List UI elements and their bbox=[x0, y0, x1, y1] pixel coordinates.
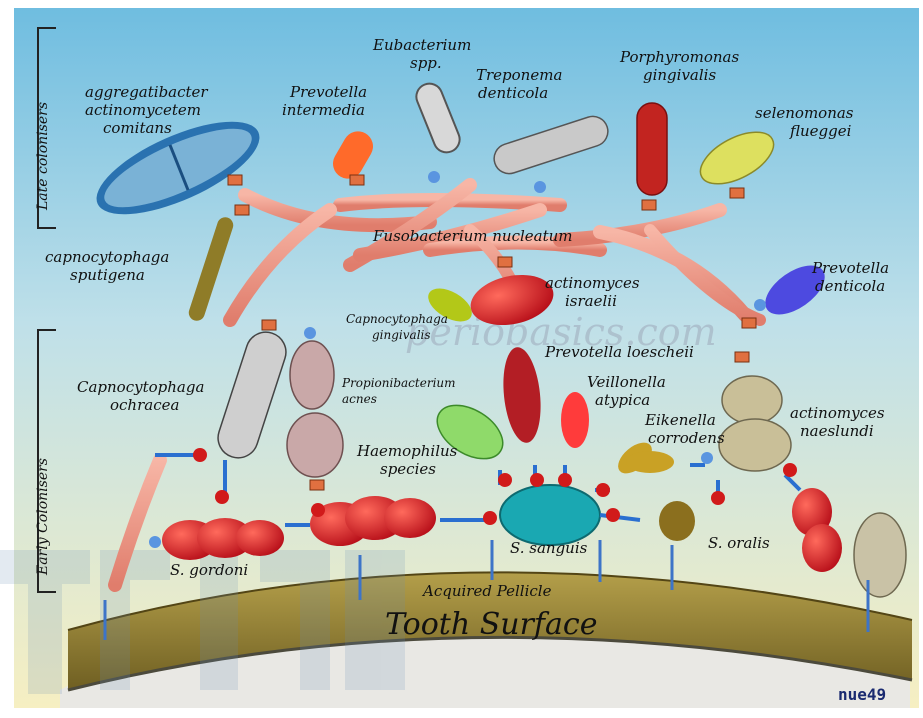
svg-text:Propionibacterium: Propionibacterium bbox=[341, 376, 456, 390]
svg-text:gingivalis: gingivalis bbox=[643, 66, 716, 84]
svg-text:actinomyces: actinomyces bbox=[545, 274, 640, 292]
svg-text:Capnocytophaga: Capnocytophaga bbox=[346, 312, 448, 326]
svg-text:comitans: comitans bbox=[103, 119, 172, 137]
svg-text:actinomyces: actinomyces bbox=[790, 404, 885, 422]
s-oralis-cell bbox=[659, 501, 695, 541]
label-actinomyces-naeslundi: actinomyces naeslundi bbox=[790, 404, 885, 440]
svg-text:sputigena: sputigena bbox=[70, 266, 145, 284]
svg-text:Veillonella: Veillonella bbox=[587, 373, 666, 391]
label-fusobacterium: Fusobacterium nucleatum bbox=[372, 227, 573, 245]
label-s-sanguis: S. sanguis bbox=[510, 539, 588, 557]
svg-text:Treponema: Treponema bbox=[476, 66, 562, 84]
svg-text:selenomonas: selenomonas bbox=[755, 104, 854, 122]
svg-text:Eubacterium: Eubacterium bbox=[372, 36, 471, 54]
svg-text:israelii: israelii bbox=[565, 292, 617, 310]
svg-text:Eikenella: Eikenella bbox=[644, 411, 716, 429]
signature: nue49 bbox=[838, 685, 886, 704]
veillonella-cell bbox=[561, 392, 589, 448]
svg-text:Porphyromonas: Porphyromonas bbox=[619, 48, 739, 66]
label-eikenella: Eikenella corrodens bbox=[644, 411, 725, 447]
svg-text:corrodens: corrodens bbox=[648, 429, 725, 447]
svg-text:denticola: denticola bbox=[815, 277, 885, 295]
label-prevotella-denticola: Prevotella denticola bbox=[811, 259, 889, 295]
svg-text:intermedia: intermedia bbox=[282, 101, 365, 119]
svg-text:Capnocytophaga: Capnocytophaga bbox=[77, 378, 204, 396]
svg-text:Prevotella: Prevotella bbox=[289, 83, 367, 101]
svg-text:capnocytophaga: capnocytophaga bbox=[45, 248, 169, 266]
svg-text:spp.: spp. bbox=[410, 54, 442, 72]
late-colonisers-label: Late colonisers bbox=[35, 102, 51, 211]
svg-text:naeslundi: naeslundi bbox=[800, 422, 874, 440]
svg-text:species: species bbox=[380, 460, 436, 478]
svg-text:actinomycetem: actinomycetem bbox=[85, 101, 201, 119]
early-colonisers-label: Early Colonisers bbox=[35, 458, 51, 576]
porphyromonas-cell bbox=[637, 103, 667, 195]
svg-text:ochracea: ochracea bbox=[110, 396, 179, 414]
label-tooth-surface: Tooth Surface bbox=[385, 607, 597, 642]
svg-text:Prevotella: Prevotella bbox=[811, 259, 889, 277]
label-prevotella-loescheii: Prevotella loescheii bbox=[544, 343, 694, 361]
svg-text:atypica: atypica bbox=[595, 391, 650, 409]
svg-text:gingivalis: gingivalis bbox=[372, 328, 431, 342]
svg-text:denticola: denticola bbox=[478, 84, 548, 102]
svg-text:Haemophilus: Haemophilus bbox=[356, 442, 458, 460]
s-sanguis-cell bbox=[500, 485, 600, 545]
label-s-oralis: S. oralis bbox=[708, 534, 770, 552]
grey-cell-right bbox=[854, 513, 906, 597]
svg-text:acnes: acnes bbox=[342, 392, 377, 406]
svg-text:aggregatibacter: aggregatibacter bbox=[85, 83, 208, 101]
svg-text:flueggei: flueggei bbox=[789, 122, 852, 140]
label-acquired-pellicle: Acquired Pellicle bbox=[421, 582, 552, 600]
label-s-gordoni: S. gordoni bbox=[170, 561, 248, 579]
label-prevotella-intermedia: Prevotella intermedia bbox=[282, 83, 367, 119]
s-gordoni-chain bbox=[162, 518, 284, 560]
